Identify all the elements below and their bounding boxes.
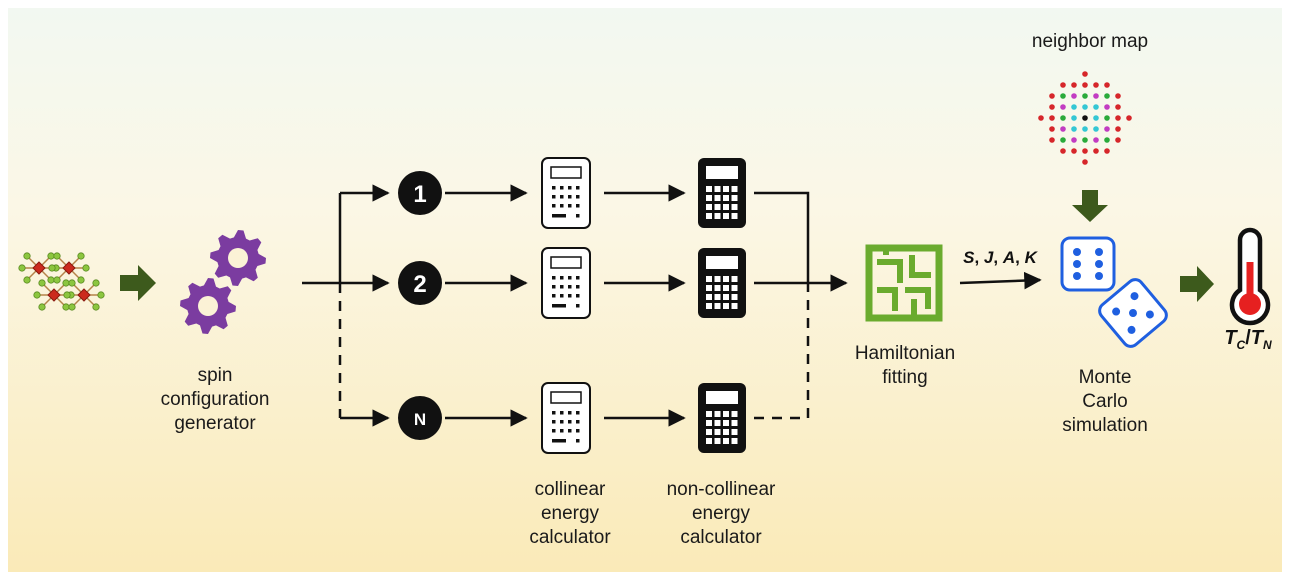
thermometer-icon <box>1229 227 1271 326</box>
monte-carlo-label: Monte Carlo simulation <box>1062 367 1148 436</box>
hamiltonian-params-label: S, J, A, K <box>963 248 1037 267</box>
row-arrows <box>445 184 686 427</box>
maze-icon <box>865 244 943 322</box>
block-arrow-1 <box>120 265 156 301</box>
noncollinear-calculators <box>698 158 746 453</box>
noncollinear-calculator-label: non-collinear energy calculator <box>666 479 776 548</box>
branch-badge-1: 1 <box>398 171 442 215</box>
spin-generator-label: spin configuration generator <box>160 365 270 434</box>
branch-badge-n: N <box>398 396 442 440</box>
neighbor-map-label: neighbor map <box>1031 31 1149 52</box>
params-arrow <box>959 271 1042 290</box>
svg-text:1: 1 <box>413 181 426 208</box>
branch-connector <box>302 184 390 427</box>
gears-icon <box>180 230 266 334</box>
block-arrow-3 <box>1180 266 1214 302</box>
crystal-lattice-icon <box>18 252 105 311</box>
dice-icon <box>1060 236 1168 348</box>
branch-badge-2: 2 <box>398 261 442 305</box>
merge-connector <box>754 191 848 420</box>
collinear-calculator-label: collinear energy calculator <box>529 479 611 548</box>
svg-text:2: 2 <box>413 271 426 298</box>
block-arrow-down <box>1072 190 1108 222</box>
svg-text:N: N <box>414 410 426 429</box>
critical-temperature-label: TC/TN <box>1224 327 1272 352</box>
collinear-calculators <box>541 157 591 454</box>
neighbor-map-icon <box>1038 71 1132 165</box>
hamiltonian-fitting-label: Hamiltonian fitting <box>854 343 956 388</box>
